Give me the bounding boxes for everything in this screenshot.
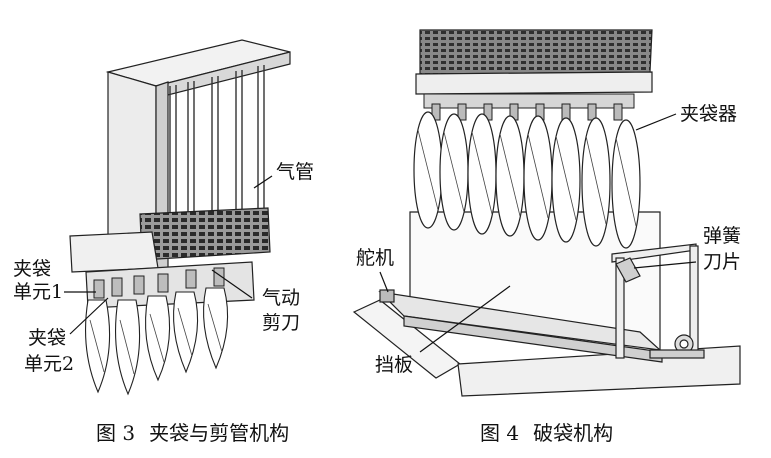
clamp-jaws xyxy=(93,267,225,299)
mesh-tray xyxy=(139,207,271,261)
leader-air-pipe xyxy=(253,175,273,189)
leader-spring-blade xyxy=(633,261,697,269)
label-bag-clamp: 夹袋器 xyxy=(680,103,738,125)
label-clamp-unit-2-line2: 单元2 xyxy=(24,353,75,375)
figure4-caption-number: 图 4 xyxy=(480,421,520,445)
bags-fig3 xyxy=(84,287,229,396)
spring-blade-frame xyxy=(611,243,699,359)
label-clamp-unit-2-line1: 夹袋 xyxy=(28,327,67,349)
figure3-illustration xyxy=(64,39,291,396)
leader-cutter xyxy=(211,269,253,299)
leader-servo xyxy=(379,271,389,293)
label-clamp-unit-1-line2: 单元1 xyxy=(13,281,64,303)
figure4-illustration xyxy=(352,29,741,397)
figure4-caption: 图 4 破袋机构 xyxy=(480,421,627,445)
label-air-pipe: 气管 xyxy=(276,161,315,183)
leader-unit2 xyxy=(69,297,109,335)
label-servo: 舵机 xyxy=(356,247,395,269)
servo xyxy=(379,289,395,303)
figure3-caption-text: 夹袋与剪管机构 xyxy=(149,421,290,445)
clamp-row-fig4 xyxy=(423,93,635,121)
label-clamp-unit-1-line1: 夹袋 xyxy=(13,258,52,280)
label-pneumatic-cutter-line2: 剪刀 xyxy=(262,312,301,334)
label-pneumatic-cutter-line1: 气动 xyxy=(262,287,301,309)
front-block xyxy=(69,231,159,273)
figure3-caption: 图 3 夹袋与剪管机构 xyxy=(96,421,303,445)
label-spring-blade-line2: 刀片 xyxy=(703,251,742,273)
leader-bag-clamp xyxy=(635,113,677,131)
mesh-top xyxy=(419,29,653,75)
leader-baffle xyxy=(419,285,511,353)
air-pipes xyxy=(169,65,265,230)
label-spring-blade-line1: 弹簧 xyxy=(703,225,742,247)
label-baffle: 挡板 xyxy=(375,354,414,376)
figure3-caption-number: 图 3 xyxy=(96,421,136,445)
figure4-caption-text: 破袋机构 xyxy=(533,421,614,445)
